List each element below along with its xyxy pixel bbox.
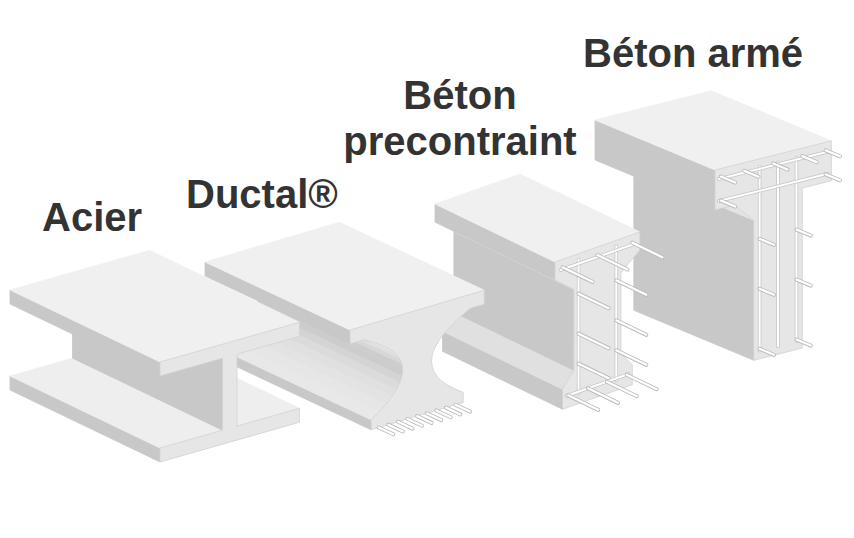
- rebar: [408, 419, 423, 426]
- rebar-shadow: [802, 156, 816, 162]
- stirrup-shadow: [577, 260, 581, 394]
- rebar-shadow: [760, 349, 774, 355]
- rebar: [579, 334, 609, 349]
- rebar-shadow: [796, 340, 810, 346]
- rebar: [427, 413, 442, 420]
- rebar-shadow: [579, 294, 609, 309]
- rebar: [802, 156, 816, 162]
- rebar-shadow: [398, 422, 413, 429]
- rebar-shadow: [826, 150, 840, 156]
- rebar-shadow: [616, 350, 646, 365]
- rebar-shadow: [627, 375, 657, 390]
- rebar-shadow: [588, 388, 618, 403]
- rebar: [826, 174, 840, 180]
- beam-section: [715, 141, 831, 360]
- rebar-shadow: [427, 413, 442, 420]
- rebar: [568, 395, 598, 410]
- rebar-shadow: [446, 408, 461, 415]
- beam-section: [350, 290, 484, 430]
- rebar-shadow: [607, 382, 637, 397]
- stirrup-shadow: [776, 162, 780, 346]
- rebar: [563, 267, 593, 282]
- rebar: [773, 163, 787, 169]
- rebar: [721, 201, 735, 207]
- rebar-shadow: [455, 405, 470, 412]
- rebar-shadow: [616, 280, 646, 295]
- rebar-shadow: [826, 174, 840, 180]
- rebar: [744, 171, 758, 177]
- rebar-shadow: [796, 230, 810, 236]
- rebar-shadow: [579, 334, 609, 349]
- rebar: [398, 422, 413, 429]
- rebar: [388, 425, 403, 432]
- rebar: [417, 416, 432, 423]
- rebar: [607, 382, 637, 397]
- beam-section: [160, 322, 300, 462]
- rebar-shadow: [563, 267, 593, 282]
- stirrup-shadow: [795, 158, 799, 342]
- rebar: [760, 239, 774, 245]
- rebar: [579, 294, 609, 309]
- rebar: [616, 280, 646, 295]
- rebar: [826, 150, 840, 156]
- rebar-shadow: [436, 410, 451, 417]
- rebar: [597, 255, 627, 270]
- rebar: [796, 230, 810, 236]
- rebar-shadow: [744, 171, 758, 177]
- beam-section: [555, 232, 640, 409]
- rebar: [632, 243, 662, 258]
- material-label: Béton precontraint: [335, 72, 585, 164]
- rebar-shadow: [721, 177, 735, 183]
- rebar-shadow: [568, 395, 598, 410]
- rebar: [796, 340, 810, 346]
- rebar-shadow: [616, 320, 646, 335]
- material-label: Béton armé: [583, 30, 803, 76]
- rebar: [579, 364, 609, 379]
- rebar: [760, 289, 774, 295]
- stirrup: [561, 244, 635, 270]
- rebar: [627, 375, 657, 390]
- stirrup: [777, 162, 779, 346]
- rebar: [616, 350, 646, 365]
- stirrup-shadow: [719, 174, 828, 201]
- rebar: [616, 320, 646, 335]
- rebar-shadow: [417, 416, 432, 423]
- rebar: [379, 427, 394, 434]
- stirrup: [719, 152, 828, 179]
- rebar-shadow: [388, 425, 403, 432]
- rebar: [796, 280, 810, 286]
- stirrup-shadow: [719, 152, 828, 179]
- material-label: Ductal®: [186, 171, 338, 217]
- rebar-shadow: [597, 255, 627, 270]
- stirrup-shadow: [561, 244, 635, 270]
- rebar-shadow: [773, 163, 787, 169]
- rebar: [721, 177, 735, 183]
- rebar: [436, 410, 451, 417]
- stirrup: [759, 167, 761, 351]
- rebar: [446, 408, 461, 415]
- rebar-shadow: [632, 243, 662, 258]
- stirrup: [719, 174, 828, 201]
- rebar: [588, 388, 618, 403]
- rebar: [760, 349, 774, 355]
- rebar-shadow: [408, 419, 423, 426]
- material-label: Acier: [42, 194, 142, 240]
- stirrup: [578, 260, 580, 394]
- rebar-shadow: [760, 239, 774, 245]
- rebar-shadow: [579, 364, 609, 379]
- stirrup-shadow: [758, 167, 762, 351]
- rebar-shadow: [379, 427, 394, 434]
- rebar-shadow: [721, 201, 735, 207]
- stirrup: [795, 158, 797, 342]
- rebar-shadow: [796, 280, 810, 286]
- rebar: [455, 405, 470, 412]
- rebar-shadow: [760, 289, 774, 295]
